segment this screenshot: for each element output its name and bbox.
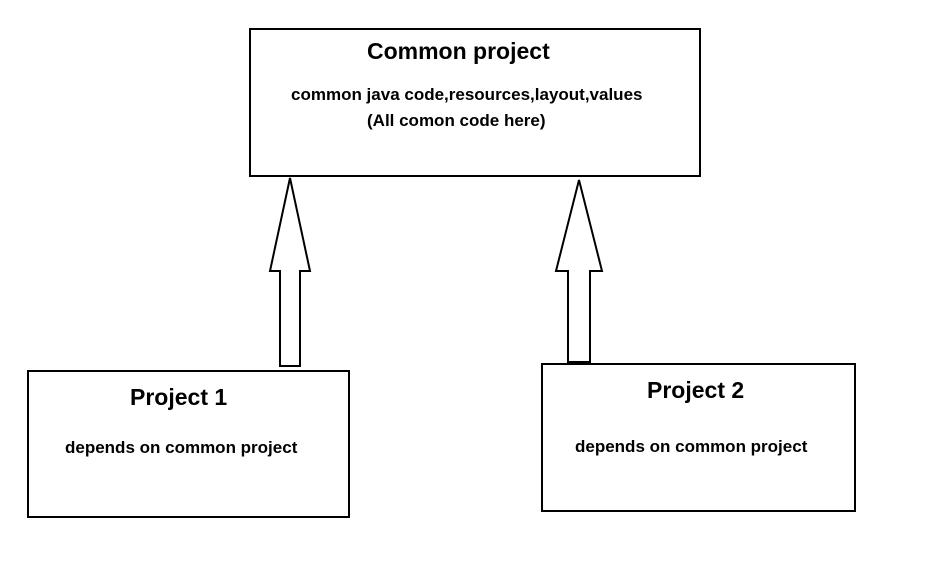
arrow-project1-to-common [268, 177, 312, 367]
project1-title: Project 1 [130, 384, 228, 410]
project2-title: Project 2 [647, 377, 745, 403]
project1-box: Project 1 depends on common project [27, 370, 350, 518]
project2-box: Project 2 depends on common project [541, 363, 856, 512]
common-project-description: common java code,resources,layout,values [291, 85, 643, 104]
common-project-note: (All comon code here) [367, 111, 546, 130]
common-project-title: Common project [367, 38, 550, 64]
project2-description: depends on common project [575, 437, 808, 456]
arrow-project2-to-common [554, 179, 604, 363]
project1-description: depends on common project [65, 438, 298, 457]
common-project-box: Common project common java code,resource… [249, 28, 701, 177]
